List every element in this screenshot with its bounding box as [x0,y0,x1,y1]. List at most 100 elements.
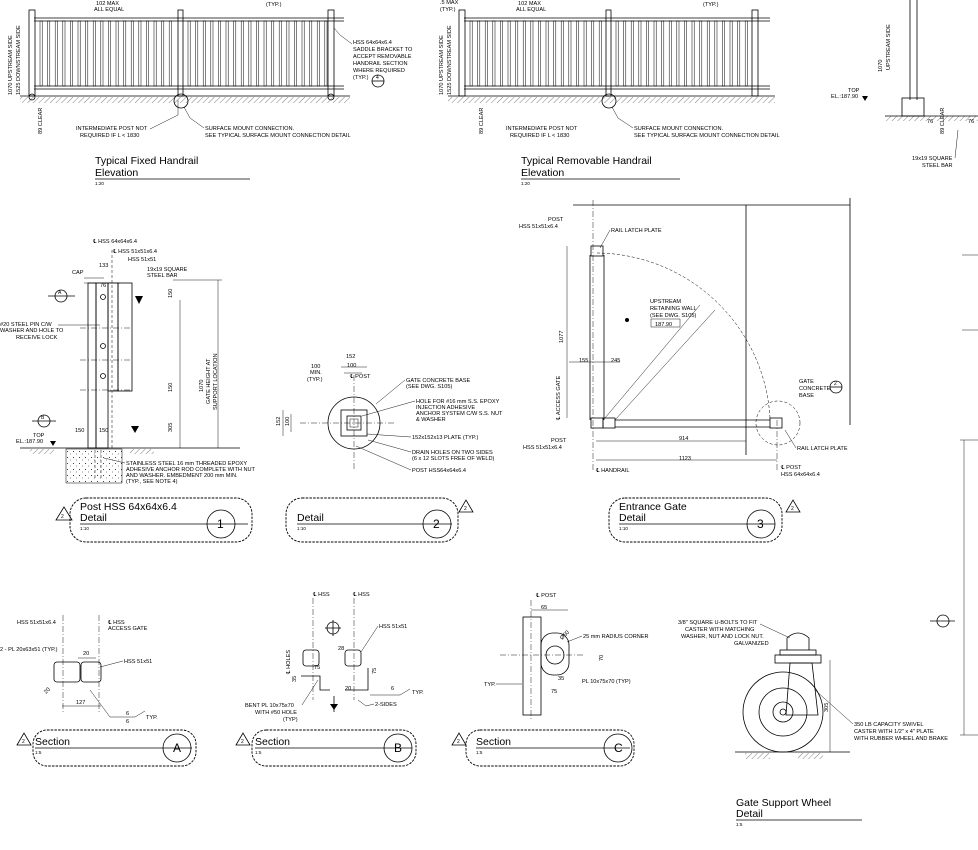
wheel-scale: 1:5 [736,822,743,827]
sa-typ: TYP. [146,715,158,721]
section-c: ℄ POST 65 Ø50 25 mm RADIUS CORNER 70 35 … [484,593,649,720]
baluster [591,20,595,87]
sc-dim-75: 75 [551,689,557,695]
section-marker-b-icon: B [32,414,56,428]
baluster [714,20,718,87]
baluster [691,20,695,87]
baluster [568,20,572,87]
baluster [202,20,206,87]
saddle-note-2: SADDLE BRACKET TO [353,47,413,53]
baluster [530,20,534,87]
d1-gate-height-2: GATE HEIGHT AT [206,358,212,404]
d1-gate-height: 1070 [199,380,205,392]
removable-intermediate-post: INTERMEDIATE POST NOT [506,126,578,132]
d1-gate-height-3: SUPPORT LOCATION [213,353,219,410]
baluster [324,20,328,87]
d1-dim-150b: 150 [168,383,174,392]
d2-post-2: POST HSS64x64x6.4 [412,468,466,474]
baluster [553,20,557,87]
d1-anchor-3: AND WASHER. EMBEDMENT 200 mm MIN. [126,473,238,479]
sb-dim-75a: 75 [314,665,320,671]
baluster [153,20,157,87]
d2-number: 2 [433,517,440,531]
sc-post: ℄ POST [535,593,557,599]
baluster [507,20,511,87]
wheel-title: Gate Support Wheel [736,797,831,809]
sa-rev: 2 [22,739,25,745]
removable-surface-mount: SURFACE MOUNT CONNECTION. [634,126,724,132]
d3-dim-1123: 1123 [679,456,691,462]
removable-typ: (TYP.) [440,7,456,13]
d2-rev: 2 [464,506,467,512]
sa-hss-1: HSS 51x51x6.4 [17,620,56,626]
d3-base-1: GATE [799,379,814,385]
baluster [684,20,687,87]
sa-title: Section [35,736,70,748]
removable-max-spacing: .5 MAX [440,0,459,6]
baluster [598,20,602,87]
baluster [62,20,66,87]
d3-post-6: HSS 64x64x6.4 [781,472,820,478]
sb-weld-6: 6 [391,686,394,692]
baluster [271,20,275,87]
d1-anchor-2: ADHESIVE ANCHOR ROD COMPLETE WITH NUT [126,467,256,473]
d3-access: ℄ ACCESS GATE [556,376,562,421]
removable-clear: 89 CLEAR [479,108,485,134]
d2-hole-4: & WASHER [416,417,446,423]
removable-elevation-title: Typical Removable Handrail [521,155,652,167]
baluster [225,20,229,87]
partial-bar-2: STEEL BAR [922,163,953,169]
d1-bar-2: STEEL BAR [147,273,178,279]
baluster [576,20,579,87]
baluster [646,20,649,87]
d1-anchor-4: (TYP., SEE NOTE 4) [126,479,178,485]
fixed-side-label-2: 1525 DOWNSTREAM SIDE [16,25,22,95]
d3-wall-4: 187.90 [655,322,672,328]
wheel-caster-2: CASTER WITH 1/2" x 4" PLATE [854,729,934,735]
sb-bent-1: BENT PL 10x75x70 [245,703,294,709]
saddle-note-1: HSS 64x64x6.4 [353,40,392,46]
sb-hss-3: HSS 51x51 [379,624,407,630]
baluster [77,20,81,87]
sb-sides: 2-SIDES [375,702,397,708]
sa-dim-20: 20 [83,651,89,657]
saddle-note-4: HANDRAIL SECTION [353,61,408,67]
fixed-intermediate-post: INTERMEDIATE POST NOT [76,126,148,132]
baluster [676,20,680,87]
d1-anchor-1: STAINLESS STEEL 16 mm THREADED EPOXY [126,461,247,467]
d1-el: EL.:187.90 [16,439,43,445]
d1-cap: CAP [72,270,84,276]
d2-drain-1: DRAIN HOLES ON TWO SIDES [412,450,493,456]
sc-typ: TYP. [484,682,496,688]
removable-surface-mount-2: SEE TYPICAL SURFACE MOUNT CONNECTION DET… [634,133,780,139]
section-marker-a-icon: A [48,289,75,303]
d2-plate: 152x152x13 PLATE (TYP.) [412,435,478,441]
d3-title: Entrance Gate [619,501,687,513]
d2-hole-1: HOLE FOR #16 mm S.S. EPOXY [416,399,500,405]
sa-dim-127: 127 [76,700,85,706]
baluster [699,20,703,87]
baluster [286,20,290,87]
detail-2-base-plate: 152 100 ℄ POST 100 MIN. (TYP.) 152 100 G… [276,354,503,474]
d2-min-2: MIN. [310,370,322,376]
sa-letter: A [173,741,181,755]
wheel-dim-305: 305 [824,703,830,712]
d2-hole-2: INJECTION ADHESIVE [416,405,475,411]
baluster [583,20,587,87]
baluster [92,20,96,87]
d3-rev: 2 [791,506,794,512]
sb-letter: B [394,741,402,755]
d1-dim-150d: 150 [99,428,108,434]
fixed-side-label: 1070 UPSTREAM SIDE [8,35,14,95]
baluster [706,20,710,87]
d2-base-1: GATE CONCRETE BASE [406,378,471,384]
wheel-subtitle: Detail [736,808,763,820]
fixed-elevation-scale: 1:20 [95,181,104,186]
sa-weld-6b: 6 [126,719,129,725]
baluster [123,20,127,87]
d1-pin-2: WASHER AND HOLE TO [0,328,64,334]
baluster [218,20,221,87]
removable-intermediate-post-2: REQUIRED IF L < 1830 [510,133,569,139]
sa-hss-4: HSS 51x51 [124,659,152,665]
partial-dim-76b: 76 [968,119,974,125]
